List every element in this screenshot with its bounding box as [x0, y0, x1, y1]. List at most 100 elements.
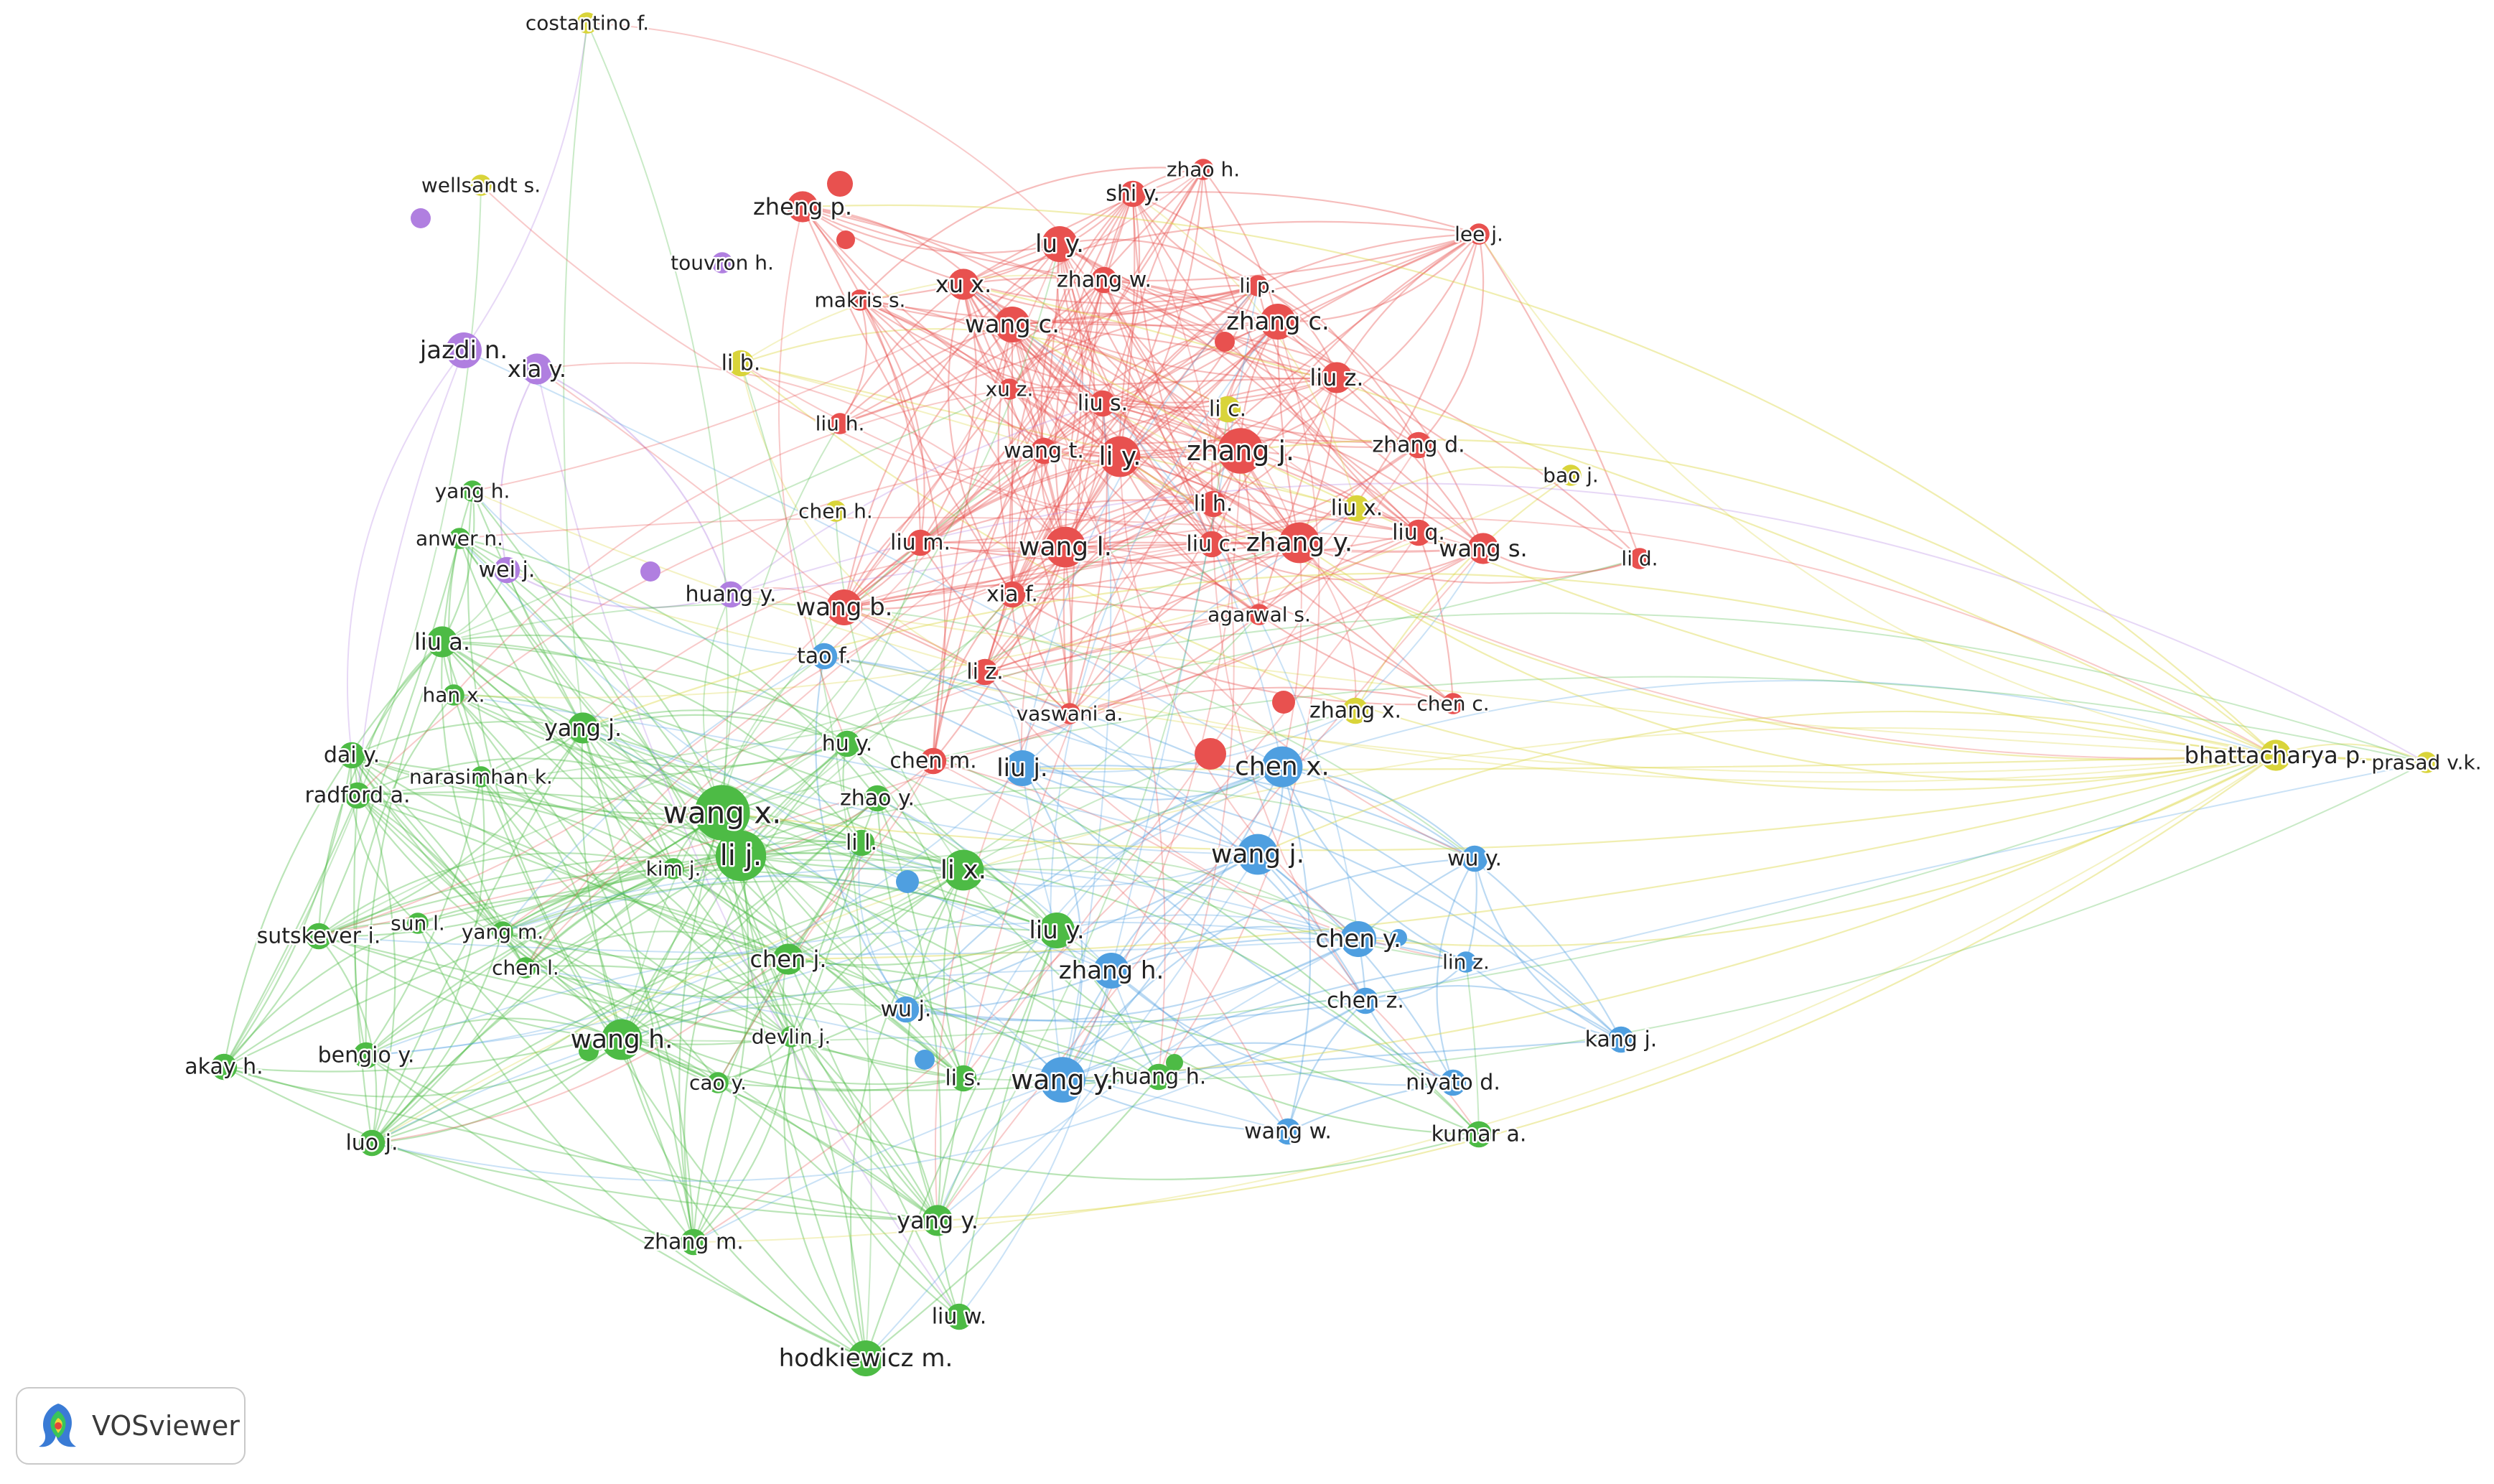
author-node[interactable] — [864, 785, 891, 812]
author-node[interactable] — [892, 996, 920, 1023]
author-node[interactable] — [680, 1228, 707, 1256]
author-node[interactable] — [707, 1072, 729, 1093]
author-node[interactable] — [1093, 953, 1129, 989]
author-node[interactable] — [827, 171, 853, 197]
author-node[interactable] — [1352, 987, 1379, 1014]
vosviewer-brand-badge[interactable]: VOSviewer — [16, 1387, 246, 1465]
author-node[interactable] — [338, 742, 365, 769]
author-node[interactable] — [907, 529, 934, 556]
author-node[interactable] — [1343, 495, 1370, 522]
author-node[interactable] — [694, 785, 750, 841]
author-node[interactable] — [493, 556, 520, 584]
author-node[interactable] — [727, 350, 755, 377]
author-node[interactable] — [407, 913, 429, 934]
author-node[interactable] — [1090, 266, 1118, 294]
author-node[interactable] — [1607, 1026, 1635, 1053]
author-node[interactable] — [470, 174, 492, 196]
author-node[interactable] — [1321, 362, 1353, 393]
author-node[interactable] — [717, 581, 744, 608]
author-node[interactable] — [663, 858, 684, 879]
author-node[interactable] — [811, 643, 838, 670]
author-node[interactable] — [2416, 752, 2437, 773]
author-node[interactable] — [1198, 531, 1225, 558]
author-node[interactable] — [1342, 697, 1369, 724]
author-node[interactable] — [1042, 226, 1078, 262]
author-node[interactable] — [1274, 1118, 1302, 1145]
author-node[interactable] — [1260, 304, 1296, 340]
author-node[interactable] — [1059, 703, 1080, 724]
author-node[interactable] — [1442, 693, 1464, 714]
author-node[interactable] — [1629, 548, 1650, 569]
author-node[interactable] — [579, 1041, 599, 1061]
author-node[interactable] — [922, 1205, 953, 1236]
author-node[interactable] — [1192, 159, 1214, 180]
author-node[interactable] — [915, 1050, 935, 1070]
author-node[interactable] — [1439, 1069, 1467, 1096]
author-node[interactable] — [1390, 929, 1407, 946]
author-node[interactable] — [1119, 180, 1146, 207]
author-node[interactable] — [1040, 1057, 1085, 1103]
author-node[interactable] — [305, 923, 332, 950]
author-node[interactable] — [462, 480, 483, 502]
author-node[interactable] — [1045, 526, 1086, 568]
author-node[interactable] — [1214, 396, 1241, 423]
author-node[interactable] — [344, 782, 371, 809]
author-node[interactable] — [567, 712, 599, 744]
author-node[interactable] — [492, 921, 513, 943]
author-node[interactable] — [411, 208, 431, 228]
author-node[interactable] — [1200, 490, 1227, 518]
author-node[interactable] — [1465, 1121, 1493, 1148]
author-node[interactable] — [1030, 437, 1057, 465]
author-node[interactable] — [1039, 913, 1075, 948]
author-node[interactable] — [920, 747, 947, 775]
author-node[interactable] — [1247, 275, 1269, 297]
author-node[interactable] — [1405, 431, 1432, 459]
author-node[interactable] — [2260, 739, 2292, 771]
author-node[interactable] — [825, 500, 846, 522]
author-node[interactable] — [1560, 465, 1582, 486]
author-node[interactable] — [971, 658, 999, 686]
author-node[interactable] — [829, 413, 851, 434]
author-node[interactable] — [945, 1303, 973, 1330]
author-node[interactable] — [515, 957, 536, 979]
author-node[interactable] — [948, 269, 979, 300]
author-node[interactable] — [1237, 834, 1279, 875]
author-node[interactable] — [1461, 845, 1488, 872]
author-node[interactable] — [994, 307, 1030, 342]
author-node[interactable] — [358, 1129, 386, 1157]
author-node[interactable] — [521, 353, 553, 385]
author-node[interactable] — [1145, 1063, 1172, 1091]
author-node[interactable] — [1248, 604, 1270, 625]
author-node[interactable] — [1468, 223, 1490, 245]
author-node[interactable] — [1340, 921, 1376, 957]
author-node[interactable] — [943, 849, 984, 891]
author-node[interactable] — [780, 1026, 802, 1047]
author-node[interactable] — [443, 684, 464, 706]
author-node[interactable] — [1467, 533, 1499, 564]
author-node[interactable] — [1004, 750, 1040, 786]
author-node[interactable] — [1272, 691, 1295, 714]
author-node[interactable] — [826, 589, 862, 625]
author-node[interactable] — [446, 332, 482, 368]
author-node[interactable] — [772, 943, 804, 975]
author-node[interactable] — [640, 561, 660, 582]
author-node[interactable] — [849, 289, 871, 311]
author-node[interactable] — [999, 378, 1020, 400]
author-node[interactable] — [711, 252, 733, 274]
author-node[interactable] — [449, 528, 470, 549]
author-node[interactable] — [1279, 522, 1320, 564]
author-node[interactable] — [1215, 332, 1235, 352]
author-node[interactable] — [836, 230, 855, 249]
author-node[interactable] — [1166, 1054, 1183, 1071]
author-node[interactable] — [1261, 746, 1303, 788]
author-node[interactable] — [999, 581, 1026, 608]
author-node[interactable] — [426, 626, 458, 658]
author-node[interactable] — [1089, 390, 1116, 417]
author-node[interactable] — [950, 1065, 977, 1092]
author-node[interactable] — [1218, 428, 1264, 474]
author-node[interactable] — [210, 1053, 238, 1081]
author-node[interactable] — [715, 830, 767, 882]
author-node[interactable] — [787, 191, 818, 223]
author-node[interactable] — [470, 766, 492, 788]
author-node[interactable] — [896, 870, 919, 893]
